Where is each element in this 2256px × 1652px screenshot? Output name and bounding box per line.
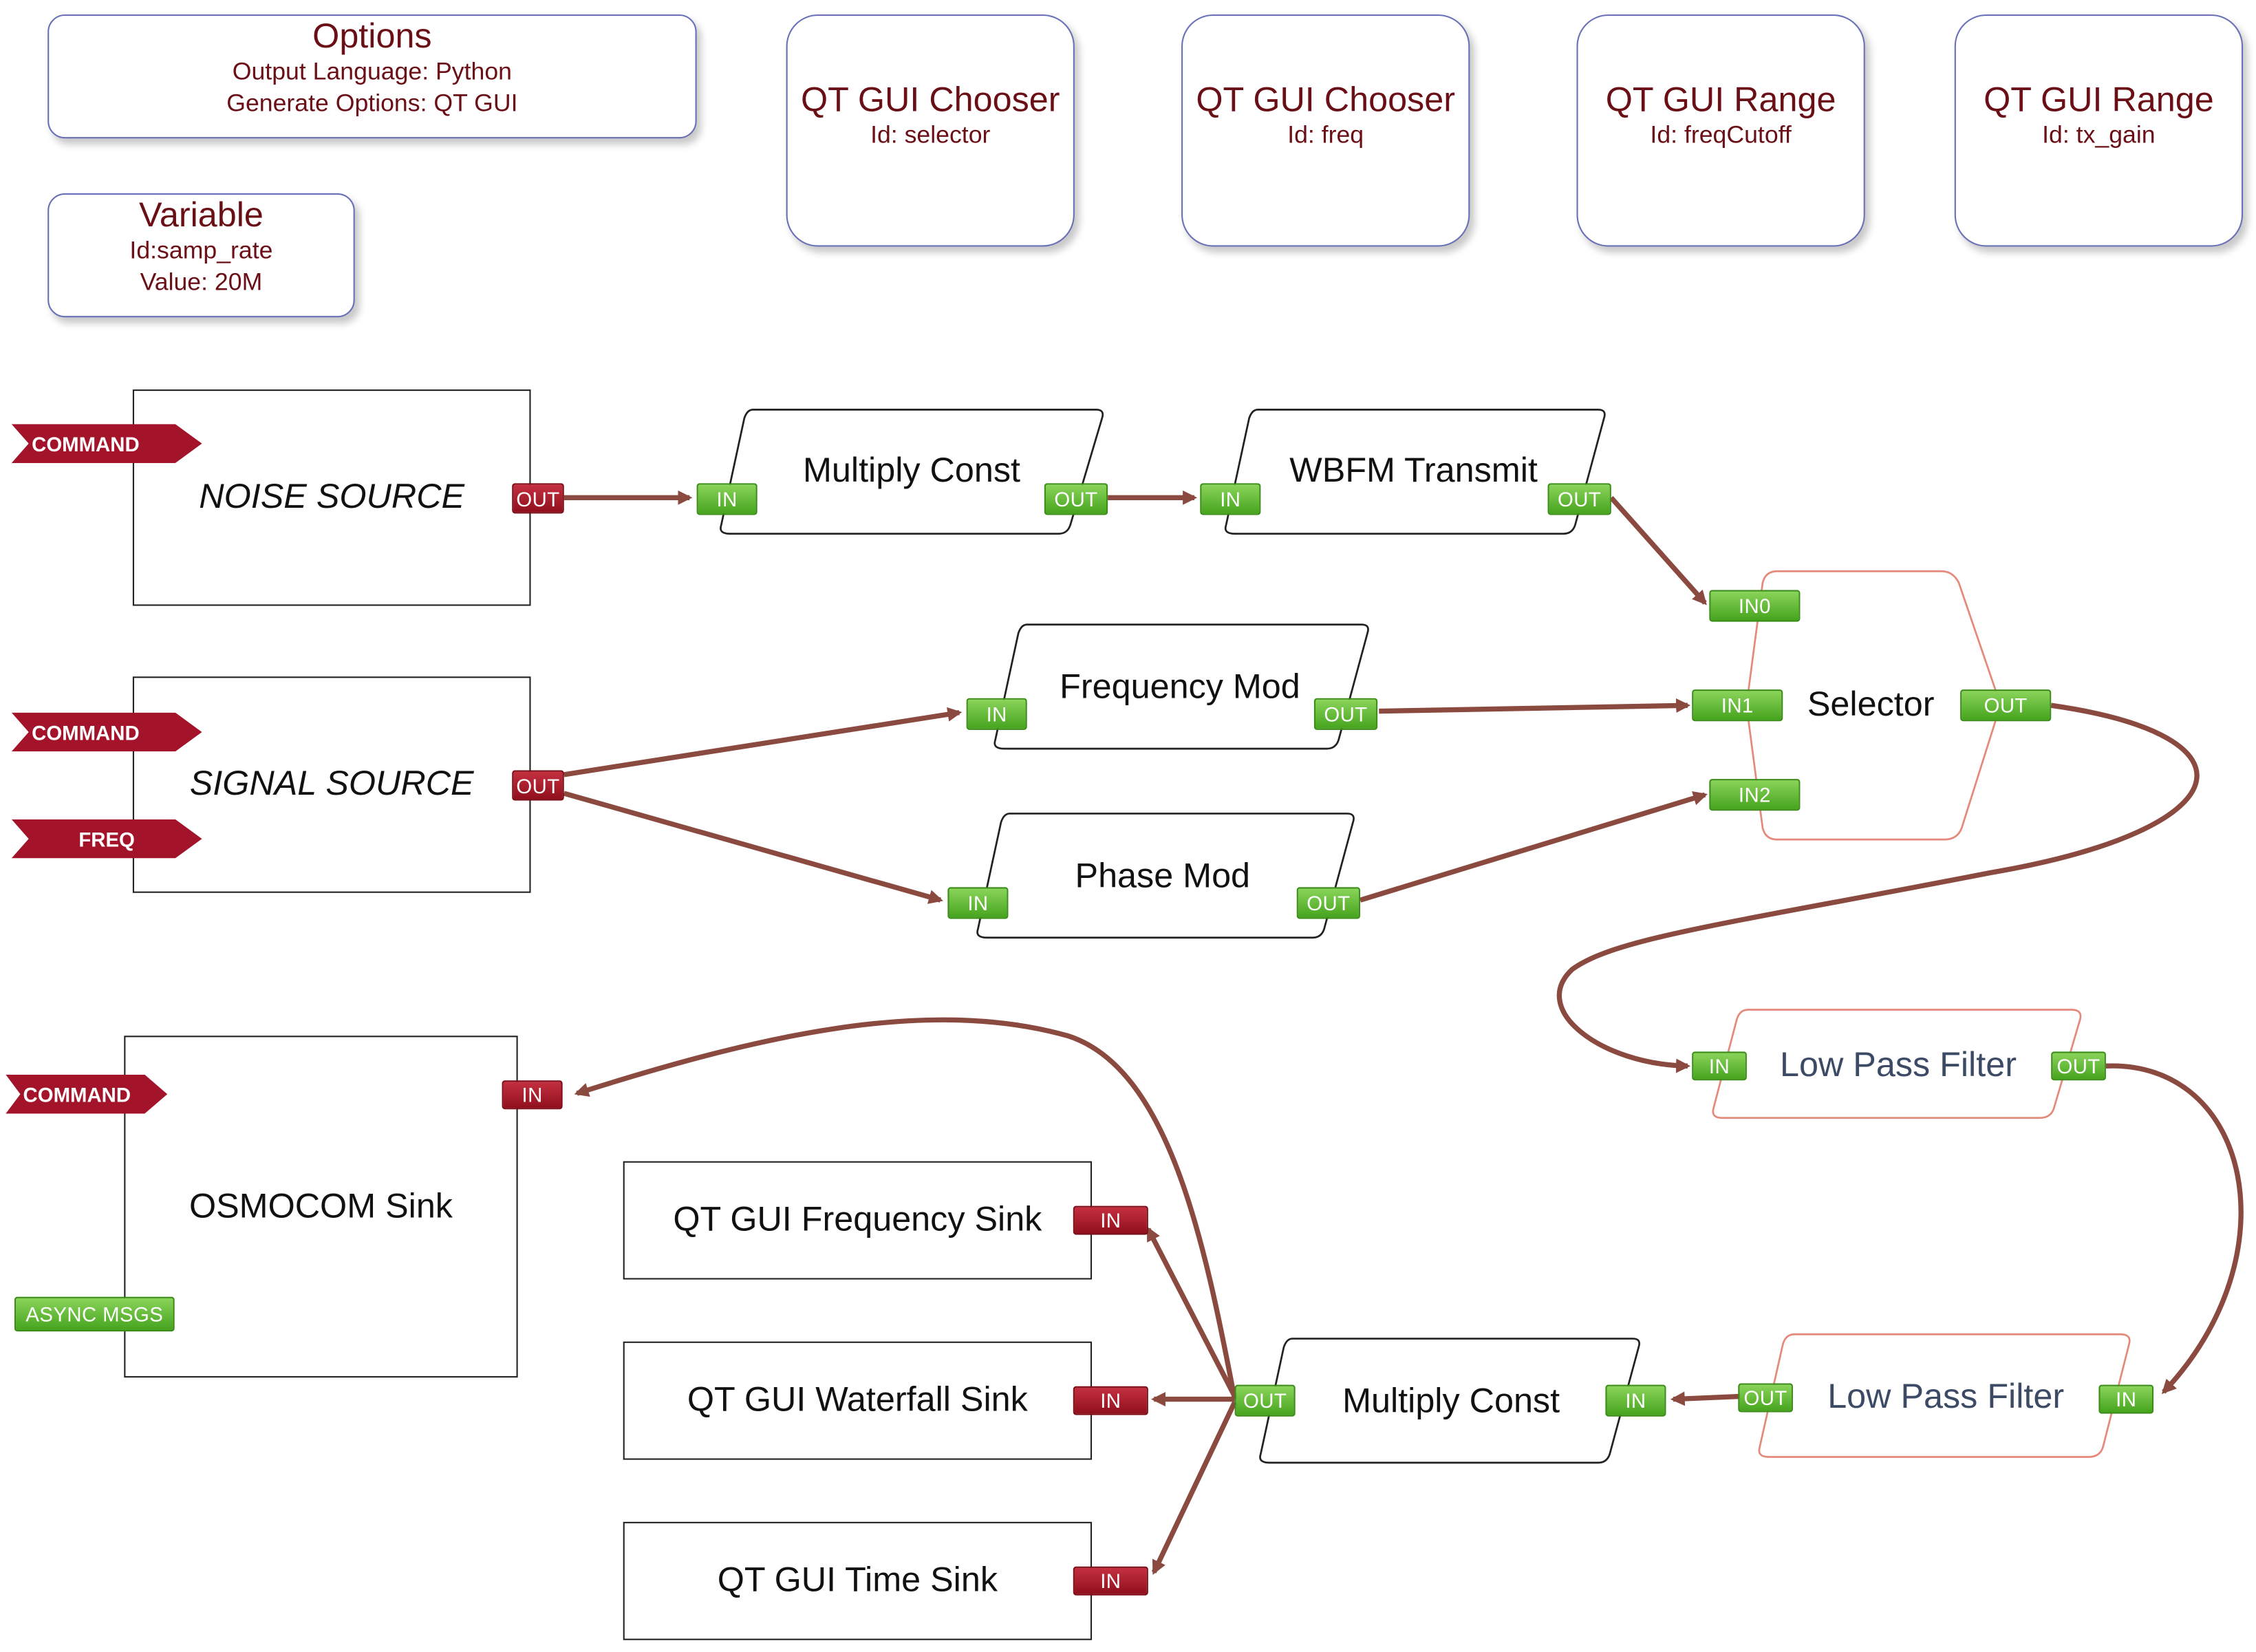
osmocom-command-port[interactable]: COMMAND (6, 1074, 168, 1114)
frequency-sink-in-port[interactable]: IN (1073, 1205, 1148, 1235)
qt-gui-waterfall-sink-block[interactable]: QT GUI Waterfall Sink (623, 1341, 1093, 1460)
noise-command-port[interactable]: COMMAND (11, 424, 202, 463)
qt-gui-time-sink-block[interactable]: QT GUI Time Sink (623, 1521, 1093, 1640)
wbfm-transmit-in-port[interactable]: IN (1200, 483, 1261, 515)
low-pass-filter-1-out-port[interactable]: OUT (2051, 1051, 2106, 1081)
selector-in1-port[interactable]: IN1 (1692, 689, 1783, 722)
edge-lpf1-to-lpf2 (2105, 1063, 2244, 1395)
edge-multiply-to-freqsink (1146, 1226, 1237, 1398)
edge-selector-to-lpf1 (1556, 702, 2200, 1073)
low-pass-filter-2-label: Low Pass Filter (1827, 1377, 2065, 1417)
edge-signal-to-fm (563, 707, 963, 777)
selector-out-port[interactable]: OUT (1960, 689, 2052, 722)
phase-mod-in-port[interactable]: IN (947, 887, 1009, 919)
signal-source-out-port[interactable]: OUT (512, 770, 564, 801)
waterfall-sink-in-port[interactable]: IN (1073, 1386, 1148, 1415)
qt-gui-chooser-freq[interactable]: QT GUI Chooser Id: freq (1181, 14, 1470, 247)
frequency-mod-out-port[interactable]: OUT (1313, 698, 1378, 730)
low-pass-filter-2-in-port[interactable]: IN (2098, 1384, 2154, 1414)
edge-lpf2-to-multiply (1670, 1391, 1741, 1406)
osmocom-async-msgs-port[interactable]: ASYNC MSGS (14, 1296, 175, 1332)
noise-source-block[interactable]: NOISE SOURCE (132, 389, 531, 606)
widget-title: QT GUI Range (1605, 81, 1836, 120)
options-title: Options (312, 17, 432, 56)
wbfm-transmit-label: WBFM Transmit (1289, 451, 1538, 491)
multiply-const-2-out-port[interactable]: OUT (1234, 1384, 1296, 1417)
qt-gui-range-tx-gain[interactable]: QT GUI Range Id: tx_gain (1954, 14, 2244, 247)
options-language: Output Language: Python (232, 57, 512, 85)
widget-id: Id: freqCutoff (1650, 121, 1792, 149)
time-sink-label: QT GUI Time Sink (717, 1560, 998, 1600)
frequency-mod-label: Frequency Mod (1060, 667, 1300, 707)
variable-title: Variable (139, 196, 264, 235)
multiply-const-1-shape (720, 409, 1104, 535)
phase-mod-out-port[interactable]: OUT (1296, 887, 1360, 919)
noise-source-out-port[interactable]: OUT (512, 483, 564, 514)
edge-pm-to-selector (1359, 791, 1708, 903)
frequency-mod-shape (993, 623, 1369, 750)
time-sink-in-port[interactable]: IN (1073, 1566, 1148, 1596)
widget-title: QT GUI Range (1984, 81, 2214, 120)
low-pass-filter-1-label: Low Pass Filter (1780, 1045, 2017, 1085)
multiply-const-2-shape (1259, 1338, 1641, 1464)
signal-freq-port[interactable]: FREQ (11, 819, 202, 859)
qt-gui-range-freqcutoff[interactable]: QT GUI Range Id: freqCutoff (1576, 14, 1865, 247)
phase-mod-label: Phase Mod (1075, 857, 1251, 896)
edge-multiply-to-timesink (1151, 1401, 1237, 1575)
low-pass-filter-2-out-port[interactable]: OUT (1738, 1383, 1793, 1413)
phase-mod-shape (976, 813, 1355, 939)
edge-multiply-to-osmocom (574, 1017, 1238, 1400)
qt-gui-frequency-sink-block[interactable]: QT GUI Frequency Sink (623, 1161, 1093, 1280)
selector-label: Selector (1807, 685, 1935, 725)
widget-id: Id: selector (870, 121, 991, 149)
osmocom-sink-in-port[interactable]: IN (502, 1080, 563, 1110)
options-block[interactable]: Options Output Language: Python Generate… (47, 14, 697, 139)
selector-in2-port[interactable]: IN2 (1709, 779, 1801, 811)
widget-id: Id: tx_gain (2042, 121, 2156, 149)
signal-command-port[interactable]: COMMAND (11, 712, 202, 752)
multiply-const-1-in-port[interactable]: IN (696, 483, 758, 515)
selector-in0-port[interactable]: IN0 (1709, 590, 1801, 622)
noise-source-label: NOISE SOURCE (199, 477, 465, 517)
multiply-const-2-label: Multiply Const (1342, 1382, 1560, 1422)
frequency-sink-label: QT GUI Frequency Sink (673, 1200, 1042, 1239)
osmocom-sink-label: OSMOCOM Sink (189, 1186, 453, 1225)
multiply-const-1-out-port[interactable]: OUT (1044, 483, 1108, 515)
waterfall-sink-label: QT GUI Waterfall Sink (687, 1380, 1028, 1419)
qt-gui-chooser-selector[interactable]: QT GUI Chooser Id: selector (786, 14, 1075, 247)
signal-source-label: SIGNAL SOURCE (189, 764, 474, 804)
wbfm-transmit-out-port[interactable]: OUT (1547, 483, 1611, 515)
widget-id: Id: freq (1287, 121, 1364, 149)
variable-block[interactable]: Variable Id:samp_rate Value: 20M (47, 193, 355, 318)
widget-title: QT GUI Chooser (800, 81, 1060, 120)
osmocom-sink-block[interactable]: OSMOCOM Sink (124, 1036, 518, 1378)
multiply-const-2-in-port[interactable]: IN (1605, 1384, 1666, 1417)
low-pass-filter-2-shape (1758, 1333, 2131, 1458)
edge-fm-to-selector (1379, 698, 1691, 714)
edge-wbfm-to-selector (1609, 495, 1707, 605)
multiply-const-1-label: Multiply Const (802, 451, 1020, 491)
low-pass-filter-1-shape (1712, 1009, 2082, 1119)
widget-title: QT GUI Chooser (1196, 81, 1455, 120)
low-pass-filter-1-in-port[interactable]: IN (1692, 1051, 1747, 1081)
edge-signal-to-pm (563, 791, 943, 904)
variable-id: Id:samp_rate (129, 236, 273, 264)
variable-value: Value: 20M (140, 268, 263, 296)
frequency-mod-in-port[interactable]: IN (966, 698, 1027, 730)
signal-source-block[interactable]: SIGNAL SOURCE (132, 676, 531, 893)
options-generate: Generate Options: QT GUI (226, 89, 518, 117)
wbfm-transmit-shape (1224, 409, 1606, 535)
